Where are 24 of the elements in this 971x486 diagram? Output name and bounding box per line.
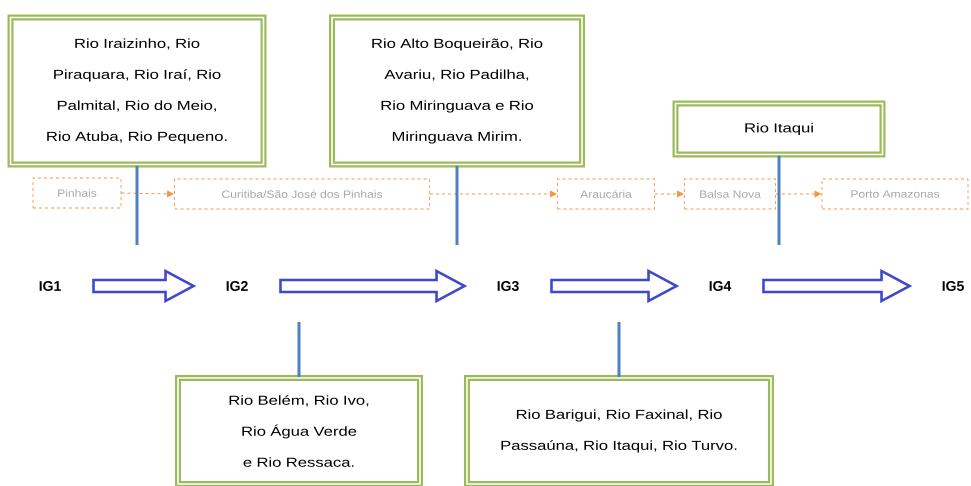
- city-box: Araucária: [557, 178, 655, 210]
- city-box: Porto Amazonas: [822, 178, 968, 210]
- stage-label: IG3: [498, 281, 519, 291]
- river-list-box: Rio Belém, Rio Ivo, Rio Água Verde e Rio Ressaca.: [175, 375, 423, 486]
- block-arrow: [762, 268, 912, 304]
- stage-label: IG4: [710, 281, 732, 291]
- block-arrow: [279, 268, 468, 304]
- stage-label: IG2: [226, 281, 248, 291]
- connector-line: [136, 166, 138, 245]
- city-box: Pinhais: [32, 178, 122, 208]
- river-list-box: Rio Alto Boqueirão, Rio Avariu, Rio Padilha, Rio Miringuava e Rio Miringuava Mirim.: [329, 14, 585, 168]
- city-box: Balsa Nova: [684, 178, 776, 210]
- river-list-box: Rio Barigui, Rio Faxinal, Rio Passaúna, Rio Itaqui, Rio Turvo.: [464, 375, 774, 486]
- connector-line: [778, 156, 780, 245]
- block-arrow: [92, 268, 196, 304]
- block-arrow: [550, 268, 680, 304]
- connector-line: [618, 322, 620, 377]
- river-list-box: Rio Itaqui: [672, 100, 886, 158]
- connector-line: [298, 322, 300, 377]
- stage-label: IG5: [942, 281, 964, 291]
- river-list-box: Rio Iraizinho, Rio Piraquara, Rio Iraí, Rio Palmital, Rio do Meio, Rio Atuba, Rio Pequeno.: [8, 14, 266, 168]
- connector-line: [456, 166, 458, 245]
- stage-label: IG1: [40, 281, 61, 291]
- city-box: Curitiba/São José dos Pinhais: [174, 178, 430, 210]
